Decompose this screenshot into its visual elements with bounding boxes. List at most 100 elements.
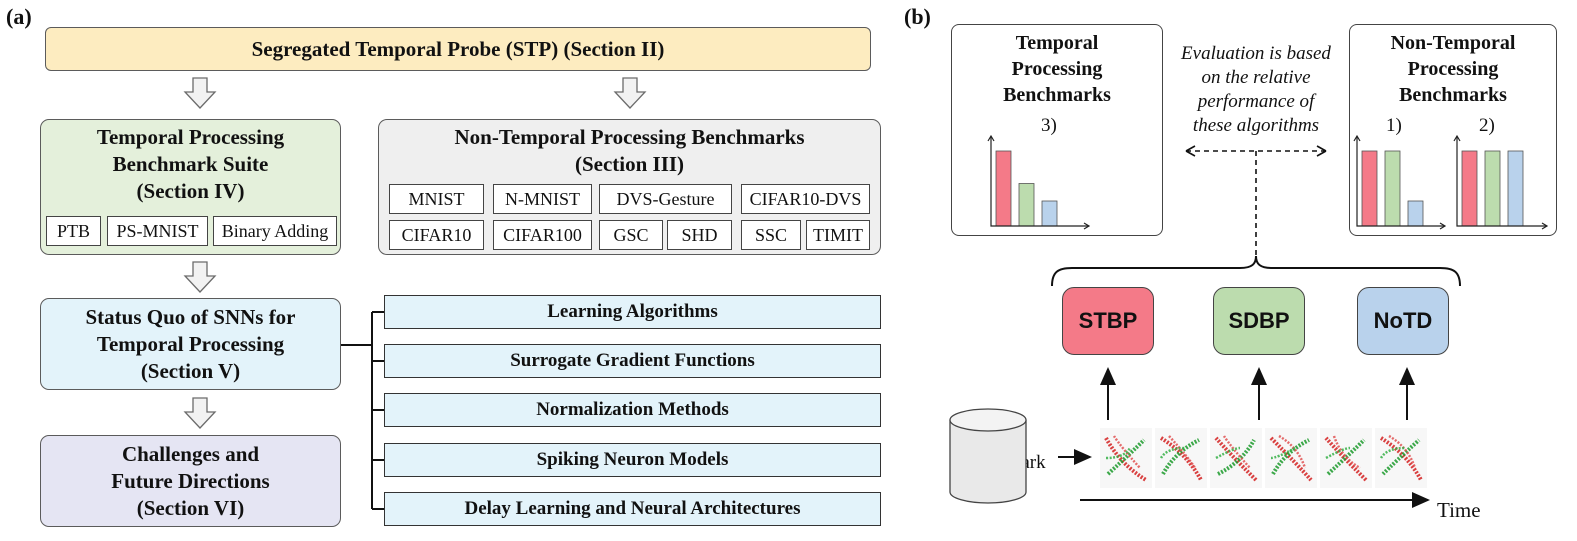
event-trace bbox=[1222, 435, 1251, 469]
benchmark-chip: N-MNIST bbox=[493, 184, 592, 214]
event-trace bbox=[1106, 438, 1146, 476]
time-label: Time bbox=[1437, 498, 1481, 522]
algo-notd: NoTD bbox=[1357, 287, 1449, 355]
down-arrow-icon bbox=[183, 77, 217, 109]
challenges-box: Challenges and Future Directions (Sectio… bbox=[40, 435, 341, 527]
benchmark-chip: TIMIT bbox=[806, 220, 870, 250]
temporal-card-title-1: Temporal bbox=[1015, 32, 1099, 54]
benchmark-chip: PTB bbox=[46, 216, 101, 246]
non-temporal-card-title-3: Benchmarks bbox=[1399, 84, 1507, 106]
non-temporal-card-title-1: Non-Temporal bbox=[1390, 32, 1516, 54]
algo-stbp: STBP bbox=[1062, 287, 1154, 355]
panel-a-label: (a) bbox=[6, 4, 32, 29]
chart-label-3: 3) bbox=[1041, 115, 1057, 136]
stp-title: Segregated Temporal Probe (STP) (Section… bbox=[251, 36, 665, 61]
bar-stbp bbox=[1461, 150, 1478, 227]
status-quo-title-3: (Section V) bbox=[140, 359, 241, 383]
challenges-title-3: (Section VI) bbox=[136, 496, 245, 520]
temporal-card-title-3: Benchmarks bbox=[1003, 84, 1111, 106]
chart-label-1: 1) bbox=[1386, 115, 1402, 136]
event-trace bbox=[1214, 436, 1258, 482]
axis-arrowheads bbox=[1353, 134, 1447, 230]
event-trace bbox=[1278, 434, 1307, 469]
non-temporal-card-title-2: Processing bbox=[1407, 58, 1499, 80]
note-line: these algorithms bbox=[1192, 115, 1320, 136]
event-frame bbox=[1155, 428, 1207, 488]
down-arrow-icon bbox=[183, 397, 217, 429]
event-trace bbox=[1112, 435, 1141, 469]
temporal-suite-title-2: Benchmark Suite bbox=[112, 152, 269, 176]
non-temporal-title-1: Non-Temporal Processing Benchmarks bbox=[454, 125, 805, 149]
bar-sdbp bbox=[1384, 150, 1401, 227]
bar-stbp bbox=[995, 150, 1012, 227]
note-line: Evaluation is based bbox=[1181, 43, 1331, 64]
event-trace bbox=[1161, 438, 1200, 475]
event-trace bbox=[1217, 439, 1256, 476]
topic-neuron-models: Spiking Neuron Models bbox=[384, 443, 881, 477]
event-trace bbox=[1270, 446, 1296, 460]
stp-box: Segregated Temporal Probe (STP) (Section… bbox=[45, 27, 871, 71]
panel-b-label: (b) bbox=[904, 4, 931, 29]
note-line: performance of bbox=[1197, 91, 1315, 112]
benchmark-chip: SHD bbox=[667, 220, 732, 250]
topic-normalization: Normalization Methods bbox=[384, 393, 881, 427]
chart-label-2: 2) bbox=[1479, 115, 1495, 136]
temporal-suite-box: Temporal Processing Benchmark Suite (Sec… bbox=[40, 119, 341, 255]
benchmark-chip: SSC bbox=[741, 220, 801, 250]
bar-notd bbox=[1407, 200, 1424, 227]
curly-brace bbox=[1051, 255, 1461, 287]
note-line: on the relative bbox=[1201, 67, 1311, 88]
benchmark-chip: GSC bbox=[599, 220, 663, 250]
benchmark-chip: PS-MNIST bbox=[107, 216, 208, 246]
event-trace bbox=[1159, 436, 1203, 481]
bar-stbp bbox=[1361, 150, 1378, 227]
event-trace bbox=[1271, 438, 1310, 475]
event-trace bbox=[1379, 446, 1406, 459]
event-frames bbox=[1100, 428, 1427, 488]
non-temporal-benchmarks-card: Non-Temporal Processing Benchmarks 1) 2) bbox=[1349, 24, 1557, 236]
event-trace bbox=[1326, 438, 1366, 476]
event-trace bbox=[1325, 446, 1351, 460]
status-quo-title-1: Status Quo of SNNs for bbox=[85, 305, 296, 329]
non-temporal-box: Non-Temporal Processing Benchmarks (Sect… bbox=[378, 119, 881, 255]
bar-sdbp bbox=[1484, 150, 1501, 227]
chart-axes bbox=[990, 136, 1089, 227]
benchmark-chip: CIFAR100 bbox=[493, 220, 592, 250]
challenges-title-2: Future Directions bbox=[111, 469, 270, 493]
topic-surrogate-gradient: Surrogate Gradient Functions bbox=[384, 344, 881, 378]
benchmark-chip: DVS-Gesture bbox=[599, 184, 732, 214]
challenges-title-1: Challenges and bbox=[121, 442, 260, 466]
up-arrows bbox=[1100, 367, 1415, 420]
temporal-card-title-2: Processing bbox=[1011, 58, 1103, 80]
axis-arrowheads bbox=[987, 134, 1091, 230]
event-trace bbox=[1324, 436, 1368, 482]
chart-non-temporal-1 bbox=[1353, 134, 1447, 230]
benchmark-chip: CIFAR10-DVS bbox=[741, 184, 870, 214]
benchmark-chip: MNIST bbox=[389, 184, 484, 214]
temporal-suite-title-3: (Section IV) bbox=[136, 179, 245, 203]
temporal-suite-title-1: Temporal Processing bbox=[96, 125, 285, 149]
event-trace bbox=[1332, 435, 1361, 470]
event-trace bbox=[1215, 446, 1241, 460]
down-arrow-icon bbox=[183, 261, 217, 293]
benchmark-chip: Binary Adding bbox=[213, 216, 337, 246]
event-trace bbox=[1168, 435, 1197, 469]
event-frame bbox=[1100, 428, 1152, 488]
chart-axes bbox=[1356, 136, 1445, 227]
comparison-arrow bbox=[1185, 145, 1327, 262]
down-arrow-icon bbox=[613, 77, 647, 109]
status-quo-title-2: Temporal Processing bbox=[96, 332, 285, 356]
event-trace bbox=[1105, 447, 1132, 460]
algo-sdbp: SDBP bbox=[1213, 287, 1305, 355]
bar-notd bbox=[1507, 150, 1524, 227]
topic-learning-algorithms: Learning Algorithms bbox=[384, 295, 881, 329]
benchmark-chip: CIFAR10 bbox=[389, 220, 484, 250]
event-trace bbox=[1379, 436, 1423, 481]
chart-temporal-3 bbox=[987, 134, 1091, 230]
event-frame bbox=[1375, 428, 1427, 488]
axis-arrowheads bbox=[1453, 134, 1549, 230]
panel-a-connectors bbox=[183, 77, 647, 510]
topic-tree-lines bbox=[341, 311, 384, 510]
chart-non-temporal-2 bbox=[1453, 134, 1549, 230]
